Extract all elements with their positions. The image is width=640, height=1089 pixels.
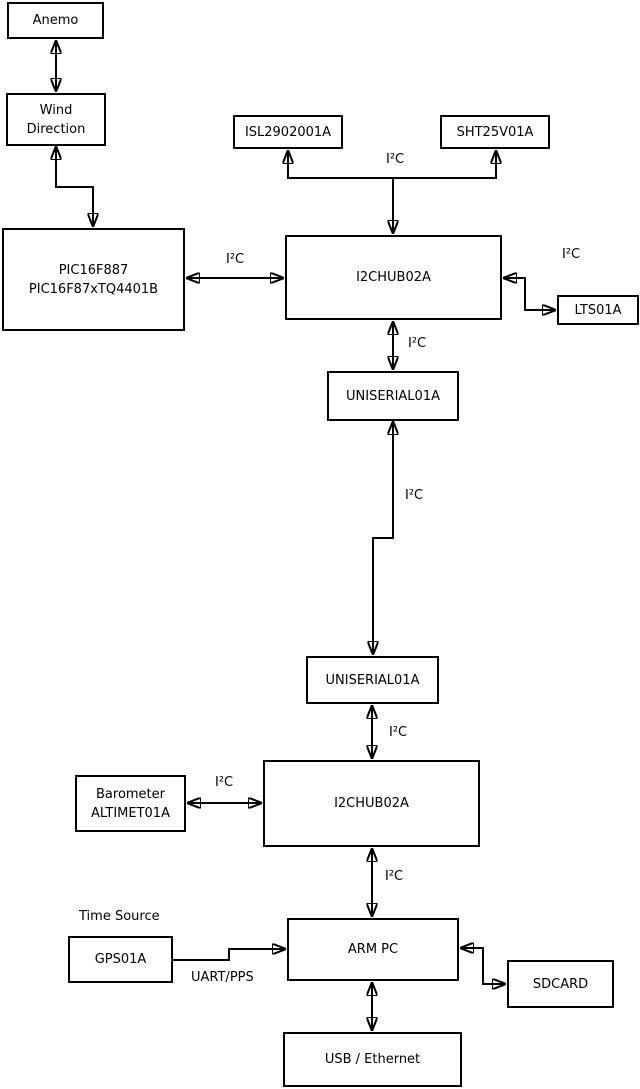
node-i2chub02a-2: I2CHUB02A xyxy=(263,760,480,847)
node-anemo: Anemo xyxy=(7,2,104,39)
connector-armpc-sdcard xyxy=(461,948,505,984)
node-wind-direction: Wind Direction xyxy=(6,93,106,146)
connector-wind-pic xyxy=(56,147,93,226)
node-sht25v01a: SHT25V01A xyxy=(440,115,550,149)
edge-label-i2c-uniserial1-uniserial2: I²C xyxy=(405,488,424,503)
node-wind-direction-label-line1: Wind xyxy=(39,102,73,118)
node-arm-pc-label: ARM PC xyxy=(347,942,399,957)
node-gps01a: GPS01A xyxy=(68,936,173,983)
node-pic16f887-label-line2: PIC16F87xTQ4401B xyxy=(28,281,159,297)
node-uniserial01a-1-label: UNISERIAL01A xyxy=(346,388,440,404)
edge-label-time-source: Time Source xyxy=(79,909,160,924)
edge-label-i2c-pic-hub1: I²C xyxy=(226,252,245,267)
node-i2chub02a-1: I2CHUB02A xyxy=(285,235,502,320)
node-barometer-label-line2: ALTIMET01A xyxy=(91,805,170,821)
node-isl2902001a: ISL2902001A xyxy=(233,115,343,149)
node-sdcard-label: SDCARD xyxy=(532,976,589,992)
node-pic16f887: PIC16F887 PIC16F87xTQ4401B xyxy=(2,228,185,331)
node-uniserial01a-1: UNISERIAL01A xyxy=(327,371,459,421)
node-lts01a-label: LTS01A xyxy=(574,302,622,318)
node-lts01a: LTS01A xyxy=(557,295,639,325)
node-barometer-altimet01a: Barometer ALTIMET01A xyxy=(75,775,186,832)
node-isl2902001a-label: ISL2902001A xyxy=(244,124,332,140)
edge-label-i2c-top-branch: I²C xyxy=(386,152,405,167)
edge-label-i2c-hub2-armpc: I²C xyxy=(385,869,404,884)
edge-label-i2c-barometer-hub2: I²C xyxy=(215,775,234,790)
node-uniserial01a-2: UNISERIAL01A xyxy=(306,656,439,704)
node-gps01a-label: GPS01A xyxy=(94,952,147,967)
node-usb-ethernet-label: USB / Ethernet xyxy=(324,1052,421,1067)
node-uniserial01a-2-label: UNISERIAL01A xyxy=(325,672,420,688)
edge-label-uart-pps: UART/PPS xyxy=(191,970,254,985)
connector-hub1-lts xyxy=(504,278,555,310)
node-anemo-label: Anemo xyxy=(32,13,79,28)
node-sdcard: SDCARD xyxy=(507,960,614,1008)
node-usb-ethernet: USB / Ethernet xyxy=(283,1032,462,1087)
connector-gps-armpc xyxy=(173,949,285,961)
node-i2chub02a-1-label: I2CHUB02A xyxy=(356,270,431,285)
node-i2chub02a-2-label: I2CHUB02A xyxy=(334,796,409,811)
edge-label-i2c-hub1-uniserial1: I²C xyxy=(408,336,427,351)
edge-label-i2c-hub1-lts: I²C xyxy=(562,247,581,262)
node-barometer-label-line1: Barometer xyxy=(96,786,165,802)
node-pic16f887-label-line1: PIC16F887 xyxy=(58,262,129,278)
connector-uniserial1-uniserial2 xyxy=(373,422,393,654)
node-sht25v01a-label: SHT25V01A xyxy=(456,124,534,140)
edge-label-i2c-uniserial2-hub2: I²C xyxy=(389,725,408,740)
node-arm-pc: ARM PC xyxy=(287,918,459,981)
node-wind-direction-label-line2: Direction xyxy=(26,121,86,137)
